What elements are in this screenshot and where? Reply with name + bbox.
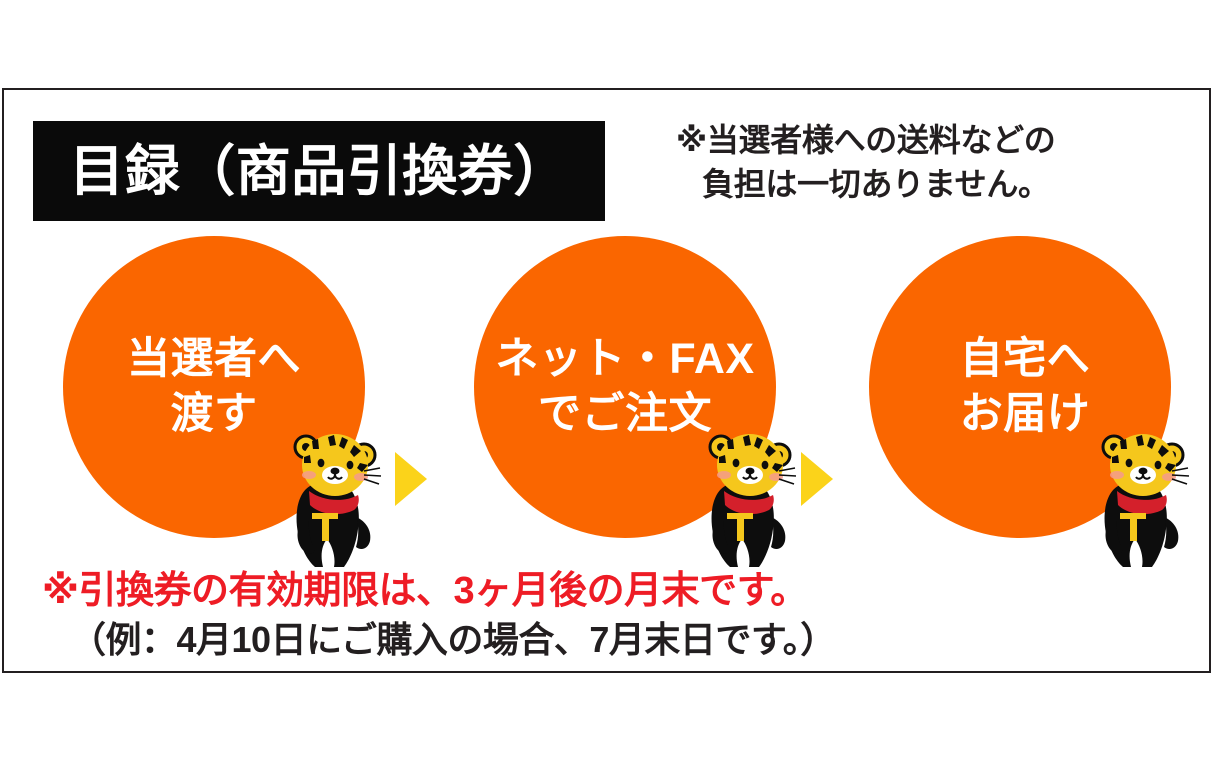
- step-2-label-line-2: でご注文: [538, 390, 712, 438]
- info-panel: 目録（商品引換券） ※当選者様への送料などの 負担は一切ありません。 当選者へ …: [2, 88, 1211, 673]
- page-title: 目録（商品引換券）: [69, 139, 569, 202]
- step-2-label: ネット・FAX でご注文: [474, 236, 776, 538]
- step-3-label-line-2: お届け: [959, 390, 1091, 438]
- shipping-note-line-1: ※当選者様への送料などの: [676, 122, 1056, 158]
- step-3-label-line-1: 自宅へ: [959, 334, 1091, 383]
- arrow-2-icon: [801, 452, 833, 506]
- title-banner: 目録（商品引換券）: [33, 121, 605, 221]
- expiry-example-note: （例：4月10日にご購入の場合、7月末日です。）: [70, 618, 836, 660]
- step-2-label-line-1: ネット・FAX: [495, 334, 755, 383]
- step-3: 自宅へ お届け: [869, 236, 1190, 567]
- step-1-label: 当選者へ 渡す: [63, 236, 365, 538]
- steps-flow: 当選者へ 渡す: [4, 230, 1209, 567]
- step-1: 当選者へ 渡す: [63, 236, 382, 567]
- expiry-note: ※引換券の有効期限は、3ヶ月後の月末です。: [42, 569, 808, 612]
- panel-header: 目録（商品引換券） ※当選者様への送料などの 負担は一切ありません。: [4, 90, 1209, 240]
- step-2: ネット・FAX でご注文: [474, 236, 797, 567]
- step-3-label: 自宅へ お届け: [869, 236, 1171, 538]
- shipping-note: ※当選者様への送料などの 負担は一切ありません。: [676, 118, 1126, 206]
- footer-notes: ※引換券の有効期限は、3ヶ月後の月末です。 （例：4月10日にご購入の場合、7月…: [4, 569, 1209, 661]
- arrow-1-icon: [395, 452, 427, 506]
- step-1-label-line-1: 当選者へ: [127, 334, 301, 383]
- shipping-note-line-2: 負担は一切ありません。: [702, 166, 1050, 203]
- step-1-label-line-2: 渡す: [170, 390, 258, 438]
